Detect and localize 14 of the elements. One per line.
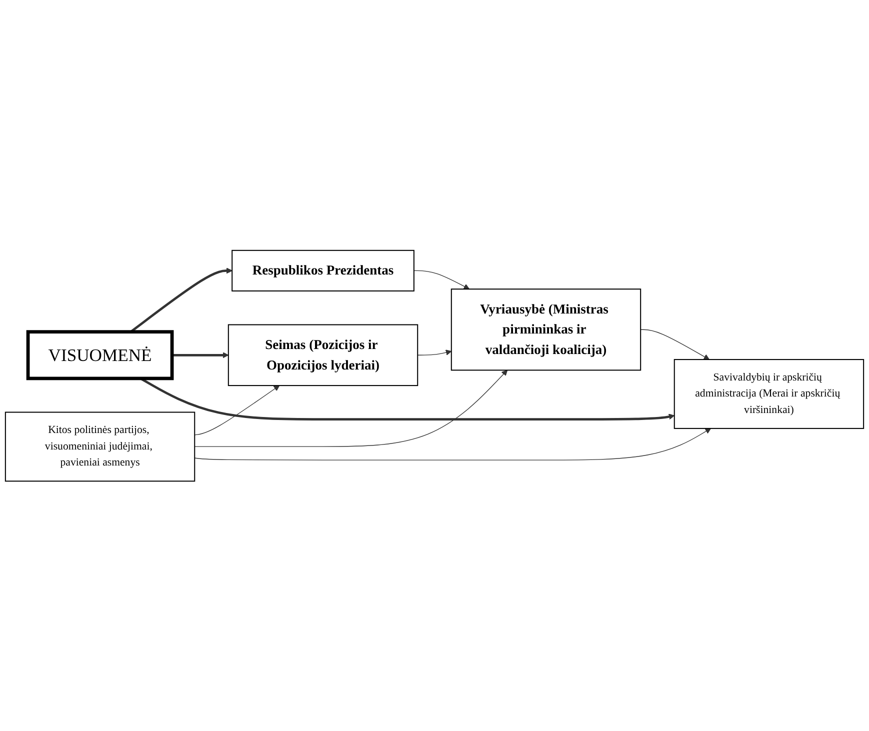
node-box: Seimas (Pozicijos ir Opozicijos lyderiai) — [228, 324, 418, 386]
arrow — [417, 349, 452, 356]
arrow — [130, 267, 232, 332]
arrow — [194, 428, 712, 460]
node-box: VISUOMENĖ — [26, 330, 174, 380]
arrow — [640, 329, 710, 360]
arrow — [414, 270, 470, 290]
arrow — [194, 385, 280, 435]
node-box: Kitos politinės partijos, visuomeniniai judėjimai, pavieniai asmenys — [4, 411, 196, 482]
arrow — [172, 352, 229, 358]
node-box: Vyriausybė (Ministras pirmininkas ir valdančioji koalicija) — [450, 288, 642, 370]
node-box: Respublikos Prezidentas — [232, 250, 414, 292]
arrow — [194, 370, 508, 447]
node-box: Savivaldybių ir apskričių administracija (Merai ir apskričių viršininkai) — [674, 358, 864, 429]
